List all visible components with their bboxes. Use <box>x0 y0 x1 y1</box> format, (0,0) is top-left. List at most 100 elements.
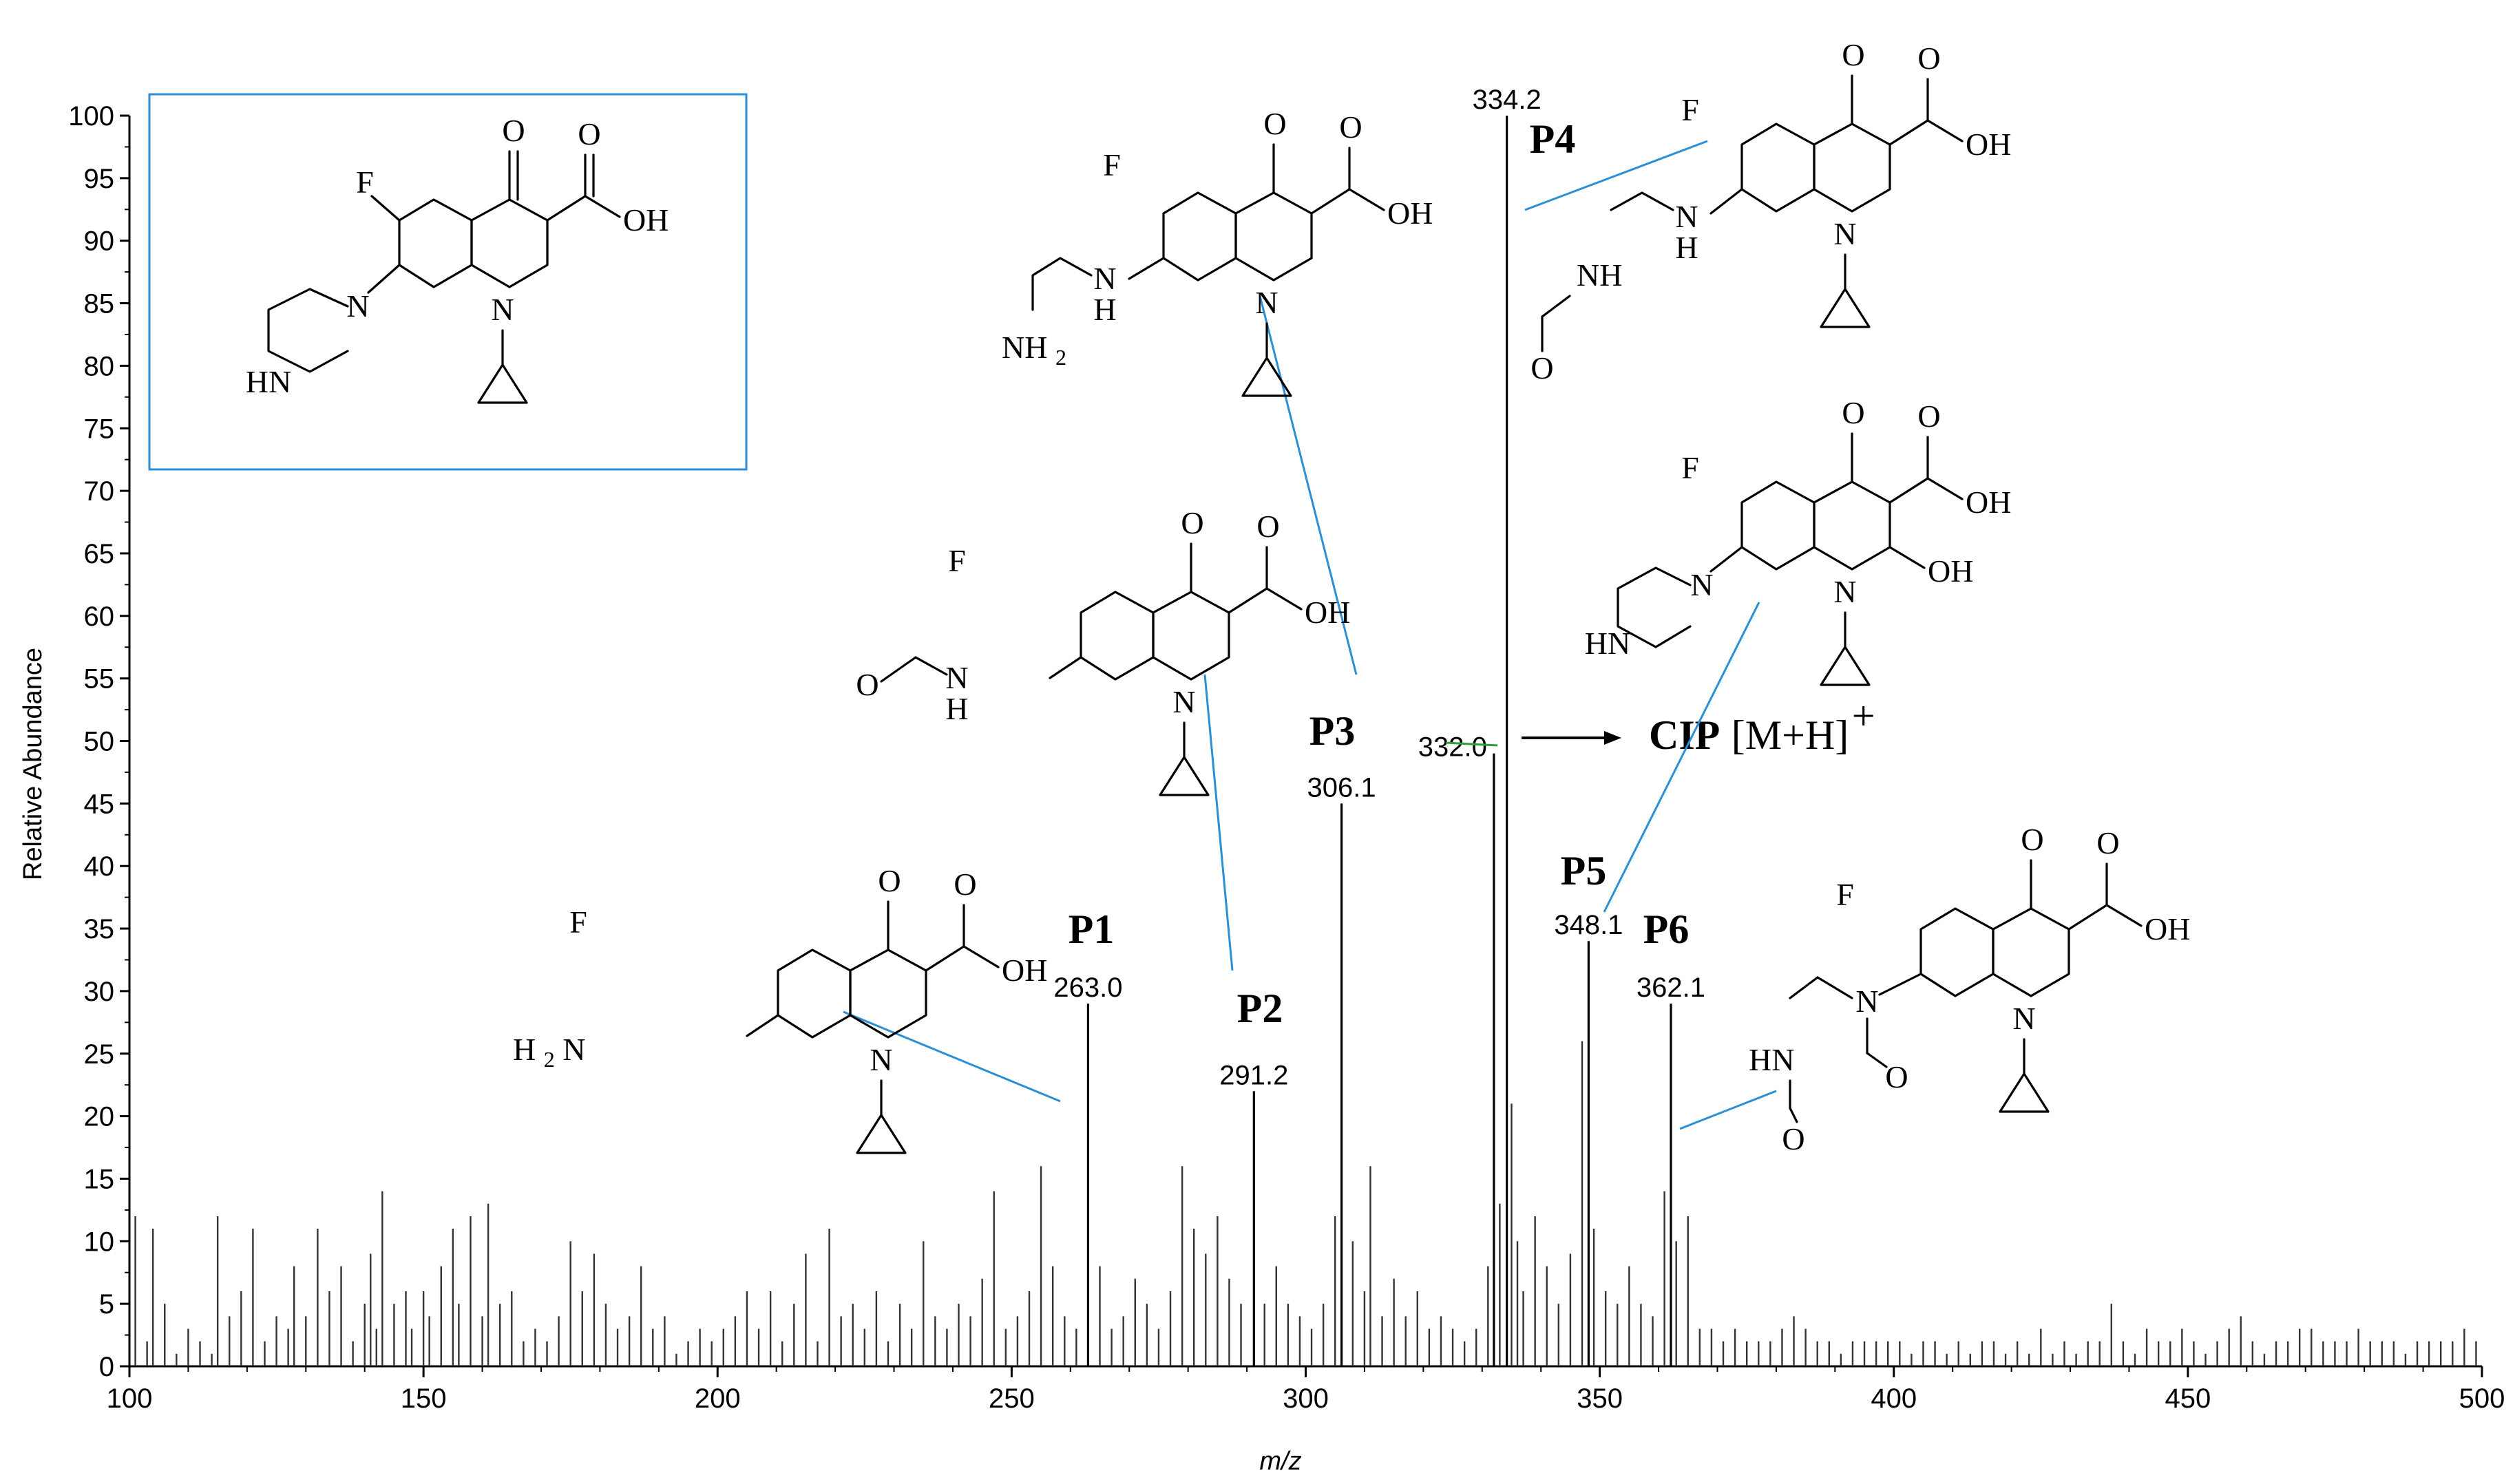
svg-text:O: O <box>1263 106 1286 141</box>
x-tick-label: 250 <box>989 1384 1035 1414</box>
svg-text:F: F <box>1681 92 1699 127</box>
product-label-p2: P2 <box>1237 986 1283 1031</box>
structure-p1: O O OH F H 2 N N <box>513 863 1047 1154</box>
svg-text:OH: OH <box>1387 195 1433 231</box>
x-tick-label: 350 <box>1577 1384 1623 1414</box>
svg-text:H: H <box>1675 230 1698 265</box>
svg-text:HN: HN <box>1585 626 1630 661</box>
peak-label: 306.1 <box>1307 772 1376 803</box>
y-axis-title: Relative Abundance <box>19 648 48 880</box>
svg-text:N: N <box>491 292 514 327</box>
y-tick-label: 80 <box>84 351 115 381</box>
y-tick-label: 65 <box>84 539 115 569</box>
y-tick-label: 50 <box>84 727 115 757</box>
product-label-p5: P5 <box>1561 848 1607 893</box>
y-tick-label: 30 <box>84 977 115 1007</box>
arrow-p5 <box>1603 602 1760 913</box>
arrow-p1 <box>843 1010 1061 1103</box>
peak-label: 362.1 <box>1637 973 1705 1003</box>
svg-text:F: F <box>569 904 587 940</box>
y-tick-label: 15 <box>84 1164 115 1194</box>
svg-text:HN: HN <box>246 364 291 399</box>
svg-text:O: O <box>1842 395 1864 430</box>
svg-text:OH: OH <box>1305 595 1350 630</box>
peak-label: 263.0 <box>1053 973 1122 1003</box>
svg-text:F: F <box>356 165 374 200</box>
y-tick-label: 10 <box>84 1227 115 1257</box>
svg-text:NH: NH <box>1577 257 1622 293</box>
inset-box <box>148 93 748 471</box>
structure-p2: O O OH F N H O N <box>856 505 1350 796</box>
svg-text:N: N <box>1690 567 1713 602</box>
y-tick-label: 100 <box>68 101 114 131</box>
peaks <box>134 116 2477 1366</box>
svg-text:N: N <box>945 660 968 695</box>
svg-text:N: N <box>1833 216 1856 251</box>
y-tick-label: 40 <box>84 851 115 882</box>
svg-text:N: N <box>1255 285 1278 320</box>
y-tick-label: 55 <box>84 664 115 695</box>
svg-text:OH: OH <box>1002 953 1047 988</box>
x-tick-label: 500 <box>2459 1384 2505 1414</box>
svg-text:O: O <box>2096 825 2119 860</box>
x-axis-title: m/z <box>1259 1447 1301 1476</box>
svg-text:O: O <box>2021 822 2043 857</box>
peak-label: 332.0 <box>1418 732 1487 763</box>
y-tick-label: 25 <box>84 1039 115 1070</box>
arrow-p2 <box>1203 674 1234 971</box>
cip-pointer-arrowhead <box>1604 731 1621 745</box>
svg-text:O: O <box>1917 399 1940 434</box>
svg-text:O: O <box>1842 37 1864 72</box>
svg-text:O: O <box>1530 350 1553 385</box>
svg-text:O: O <box>578 116 600 151</box>
svg-text:O: O <box>502 113 525 148</box>
y-tick-label: 75 <box>84 414 115 444</box>
svg-text:O: O <box>878 863 901 898</box>
structure-p5: O O OH OH F N HN N <box>1585 395 2011 686</box>
x-tick-label: 200 <box>695 1384 741 1414</box>
structure-p3: O O OH F N H NH 2 N <box>1002 106 1433 397</box>
svg-text:HN: HN <box>1749 1042 1794 1077</box>
y-tick-label: 20 <box>84 1102 115 1132</box>
svg-text:F: F <box>1103 147 1121 182</box>
svg-text:F: F <box>1836 877 1854 912</box>
product-label-p4: P4 <box>1530 116 1576 162</box>
y-tick-label: 0 <box>99 1352 114 1382</box>
svg-text:N: N <box>1172 684 1195 719</box>
svg-text:OH: OH <box>1966 485 2011 520</box>
arrow-p4 <box>1524 140 1708 211</box>
x-tick-label: 400 <box>1871 1384 1917 1414</box>
arrow-p3 <box>1259 295 1358 675</box>
product-label-p6: P6 <box>1643 907 1690 952</box>
svg-text:NH 2: NH 2 <box>1002 330 1066 370</box>
svg-text:H: H <box>945 691 968 726</box>
arrow-p6 <box>1679 1090 1777 1130</box>
y-tick-label: 60 <box>84 602 115 632</box>
svg-text:O: O <box>856 667 878 702</box>
peak-label: 348.1 <box>1554 910 1623 940</box>
svg-text:N: N <box>346 288 369 324</box>
product-label-p3: P3 <box>1309 708 1356 754</box>
svg-text:O: O <box>1181 505 1203 540</box>
y-tick-label: 90 <box>84 226 115 257</box>
structure-p6: O O OH F N O HN O N <box>1749 822 2190 1156</box>
y-tick-label: 5 <box>99 1289 114 1319</box>
x-tick-label: 450 <box>2165 1384 2211 1414</box>
svg-text:H 2 N: H 2 N <box>513 1032 585 1074</box>
svg-text:OH: OH <box>1928 553 1973 589</box>
cip-marker-line <box>1445 741 1498 747</box>
y-tick-label: 70 <box>84 476 115 507</box>
svg-text:OH: OH <box>2145 911 2190 946</box>
svg-text:O: O <box>1885 1059 1908 1094</box>
svg-text:N: N <box>1833 574 1856 609</box>
svg-text:O: O <box>954 867 976 902</box>
svg-text:N: N <box>2012 1001 2035 1036</box>
svg-text:N: N <box>870 1042 892 1077</box>
svg-text:O: O <box>1339 109 1362 145</box>
peak-label: 291.2 <box>1219 1060 1288 1090</box>
x-tick-label: 100 <box>107 1384 153 1414</box>
svg-text:H: H <box>1093 292 1116 327</box>
